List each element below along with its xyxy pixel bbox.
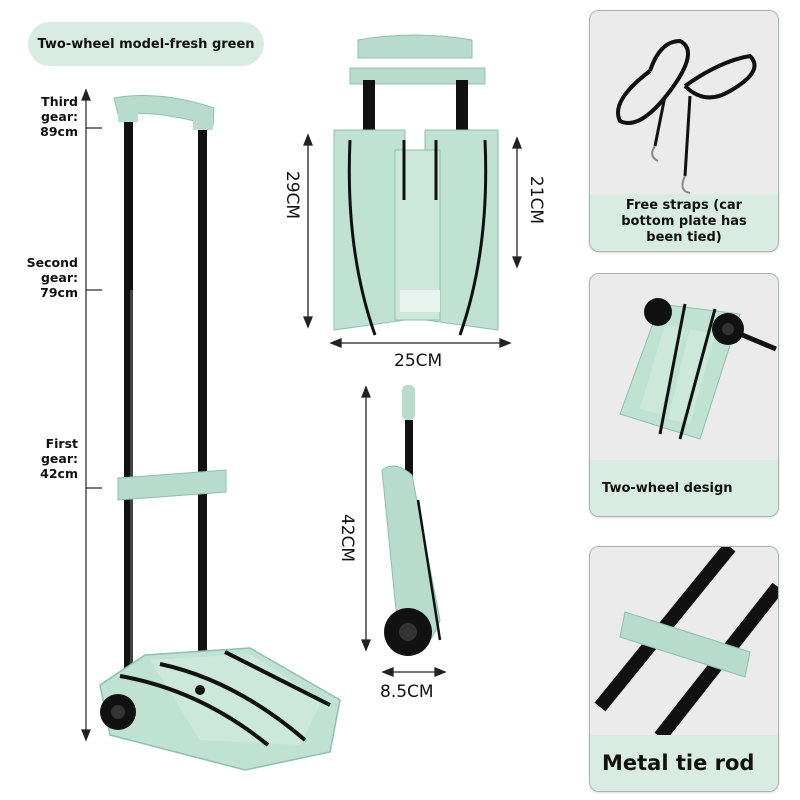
gear-label-second: Second gear: 79cm — [26, 255, 78, 300]
dimension-arrows-front — [303, 133, 522, 348]
model-title: Two-wheel model-fresh green — [37, 36, 255, 52]
dim-folded-height: 29CM — [282, 170, 303, 220]
dim-folded-width: 25CM — [394, 351, 443, 371]
gear-label-first: First gear: 42cm — [40, 436, 78, 481]
model-title-badge: Two-wheel model-fresh green — [28, 22, 264, 66]
two-wheel-image — [619, 298, 777, 440]
bungee-straps-image — [616, 38, 757, 194]
trolley-folded-front — [303, 34, 522, 348]
card-two-wheel-design: Two-wheel design — [589, 273, 779, 517]
gear-label-third: Third gear: 89cm — [40, 94, 78, 139]
dim-folded-inner-height: 21CM — [526, 175, 547, 225]
trolley-folded-side — [361, 385, 447, 677]
trolley-extended — [99, 95, 341, 771]
card-free-straps-caption: Free straps (car bottom plate has been t… — [621, 198, 747, 245]
dim-side-height: 42CM — [337, 513, 358, 563]
metal-rod-image — [594, 547, 778, 737]
dimension-arrows-side — [361, 385, 447, 677]
card-metal-rod-caption: Metal tie rod — [602, 751, 755, 775]
dim-side-depth: 8.5CM — [380, 682, 434, 702]
card-two-wheel-caption: Two-wheel design — [602, 480, 733, 496]
height-scale — [81, 88, 102, 742]
card-free-straps: Free straps (car bottom plate has been t… — [589, 10, 779, 252]
card-metal-tie-rod: Metal tie rod — [589, 546, 779, 792]
